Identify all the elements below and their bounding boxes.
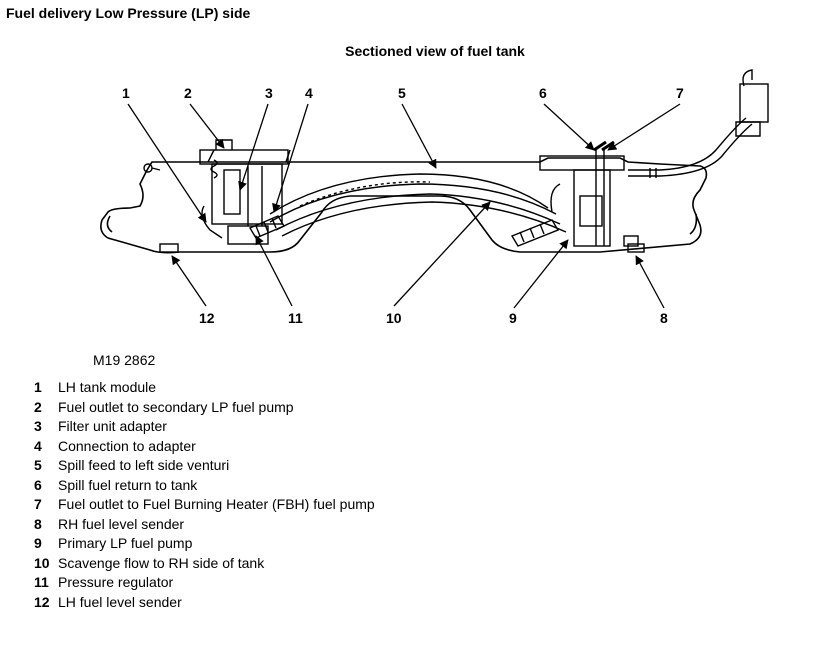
legend-number: 12: [34, 593, 50, 610]
level-senders: [159, 243, 645, 253]
legend-text: LH fuel level sender: [58, 593, 182, 610]
legend-item: 5 Spill feed to left side venturi: [34, 456, 394, 476]
legend-text: Pressure regulator: [58, 574, 174, 590]
legend-text: Spill fuel return to tank: [58, 476, 198, 493]
legend-number: 9: [34, 535, 42, 551]
page-title: Fuel delivery Low Pressure (LP) side: [6, 5, 251, 21]
legend-item: 7 Fuel outlet to Fuel Burning Heater (FBH…: [34, 495, 394, 515]
leader-lines: [127, 103, 681, 309]
legend-item: 8 RH fuel level sender: [34, 515, 394, 535]
legend-item: 9 Primary LP fuel pump: [34, 534, 394, 554]
legend-text: Primary LP fuel pump: [58, 535, 193, 551]
legend-item: 12 LH fuel level sender: [34, 593, 394, 613]
legend-text: Filter unit adapter: [58, 418, 167, 434]
legend-text: Fuel outlet to secondary LP fuel pump: [58, 398, 294, 415]
legend-number: 2: [34, 398, 42, 415]
tank-outline: [100, 157, 708, 254]
callout-3: 3: [265, 85, 273, 101]
callout-12: 12: [199, 310, 215, 326]
callout-9: 9: [509, 310, 517, 326]
callout-10: 10: [386, 310, 402, 326]
legend-text: RH fuel level sender: [58, 515, 185, 532]
legend-item: 10 Scavenge flow to RH side of tank: [34, 554, 394, 574]
legend-text: Fuel outlet to Fuel Burning Heater (FBH)…: [58, 496, 375, 512]
legend-text: Spill feed to left side venturi: [58, 457, 230, 473]
lh-tank-module: [199, 139, 291, 245]
figure-reference: M19 2862: [93, 352, 156, 368]
callout-1: 1: [122, 85, 130, 101]
legend-number: 4: [34, 437, 42, 454]
legend-number: 3: [34, 418, 42, 434]
legend-number: 11: [34, 574, 49, 590]
legend-item: 6 Spill fuel return to tank: [34, 476, 394, 496]
callout-6: 6: [539, 85, 547, 101]
fbh-external-pipe: [143, 69, 769, 178]
callout-4: 4: [305, 85, 313, 101]
callout-5: 5: [398, 85, 406, 101]
legend-item: 4 Connection to adapter: [34, 437, 394, 457]
legend-item: 2 Fuel outlet to secondary LP fuel pump: [34, 398, 394, 418]
legend-list: 1 LH tank module 2 Fuel outlet to secondar…: [34, 378, 394, 612]
legend-number: 8: [34, 515, 42, 532]
legend-text: Scavenge flow to RH side of tank: [58, 554, 265, 571]
diagram-title: Sectioned view of fuel tank: [345, 43, 525, 59]
callout-11: 11: [288, 310, 303, 326]
legend-item: 1 LH tank module: [34, 378, 394, 398]
callout-7: 7: [676, 85, 684, 101]
legend-number: 10: [34, 554, 50, 571]
legend-number: 5: [34, 457, 42, 473]
rh-tank-module: [539, 140, 639, 247]
callout-2: 2: [184, 85, 192, 101]
legend-item: 11 Pressure regulator: [34, 573, 394, 593]
legend-number: 6: [34, 476, 42, 493]
legend-item: 3 Filter unit adapter: [34, 417, 394, 437]
crossover-hoses: [269, 173, 567, 237]
callout-8: 8: [660, 310, 668, 326]
pressure-regulator: [248, 215, 560, 247]
fuel-tank-diagram: 1 2 3 4 5 6 7 8 9 10 11 12: [100, 69, 769, 326]
legend-number: 7: [34, 496, 42, 512]
callout-labels: 1 2 3 4 5 6 7 8 9 10 11 12: [122, 85, 684, 326]
legend-text: LH tank module: [58, 379, 157, 395]
legend-number: 1: [34, 379, 42, 395]
legend-text: Connection to adapter: [58, 437, 196, 454]
